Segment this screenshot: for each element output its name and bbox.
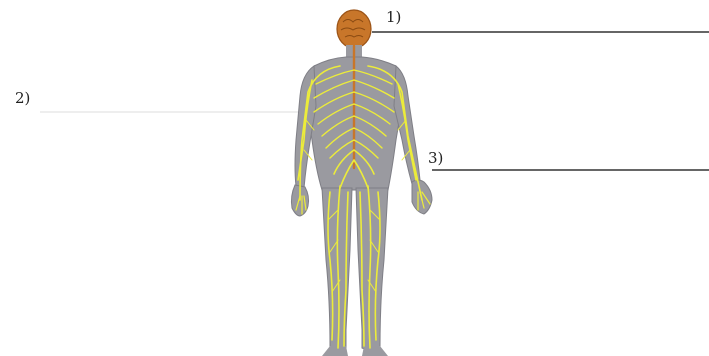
label-3: 3) [428, 149, 443, 167]
label-2: 2) [15, 89, 30, 107]
right-foot [362, 346, 388, 356]
label-1: 1) [386, 8, 401, 26]
left-foot [322, 346, 348, 356]
human-body [291, 10, 432, 356]
